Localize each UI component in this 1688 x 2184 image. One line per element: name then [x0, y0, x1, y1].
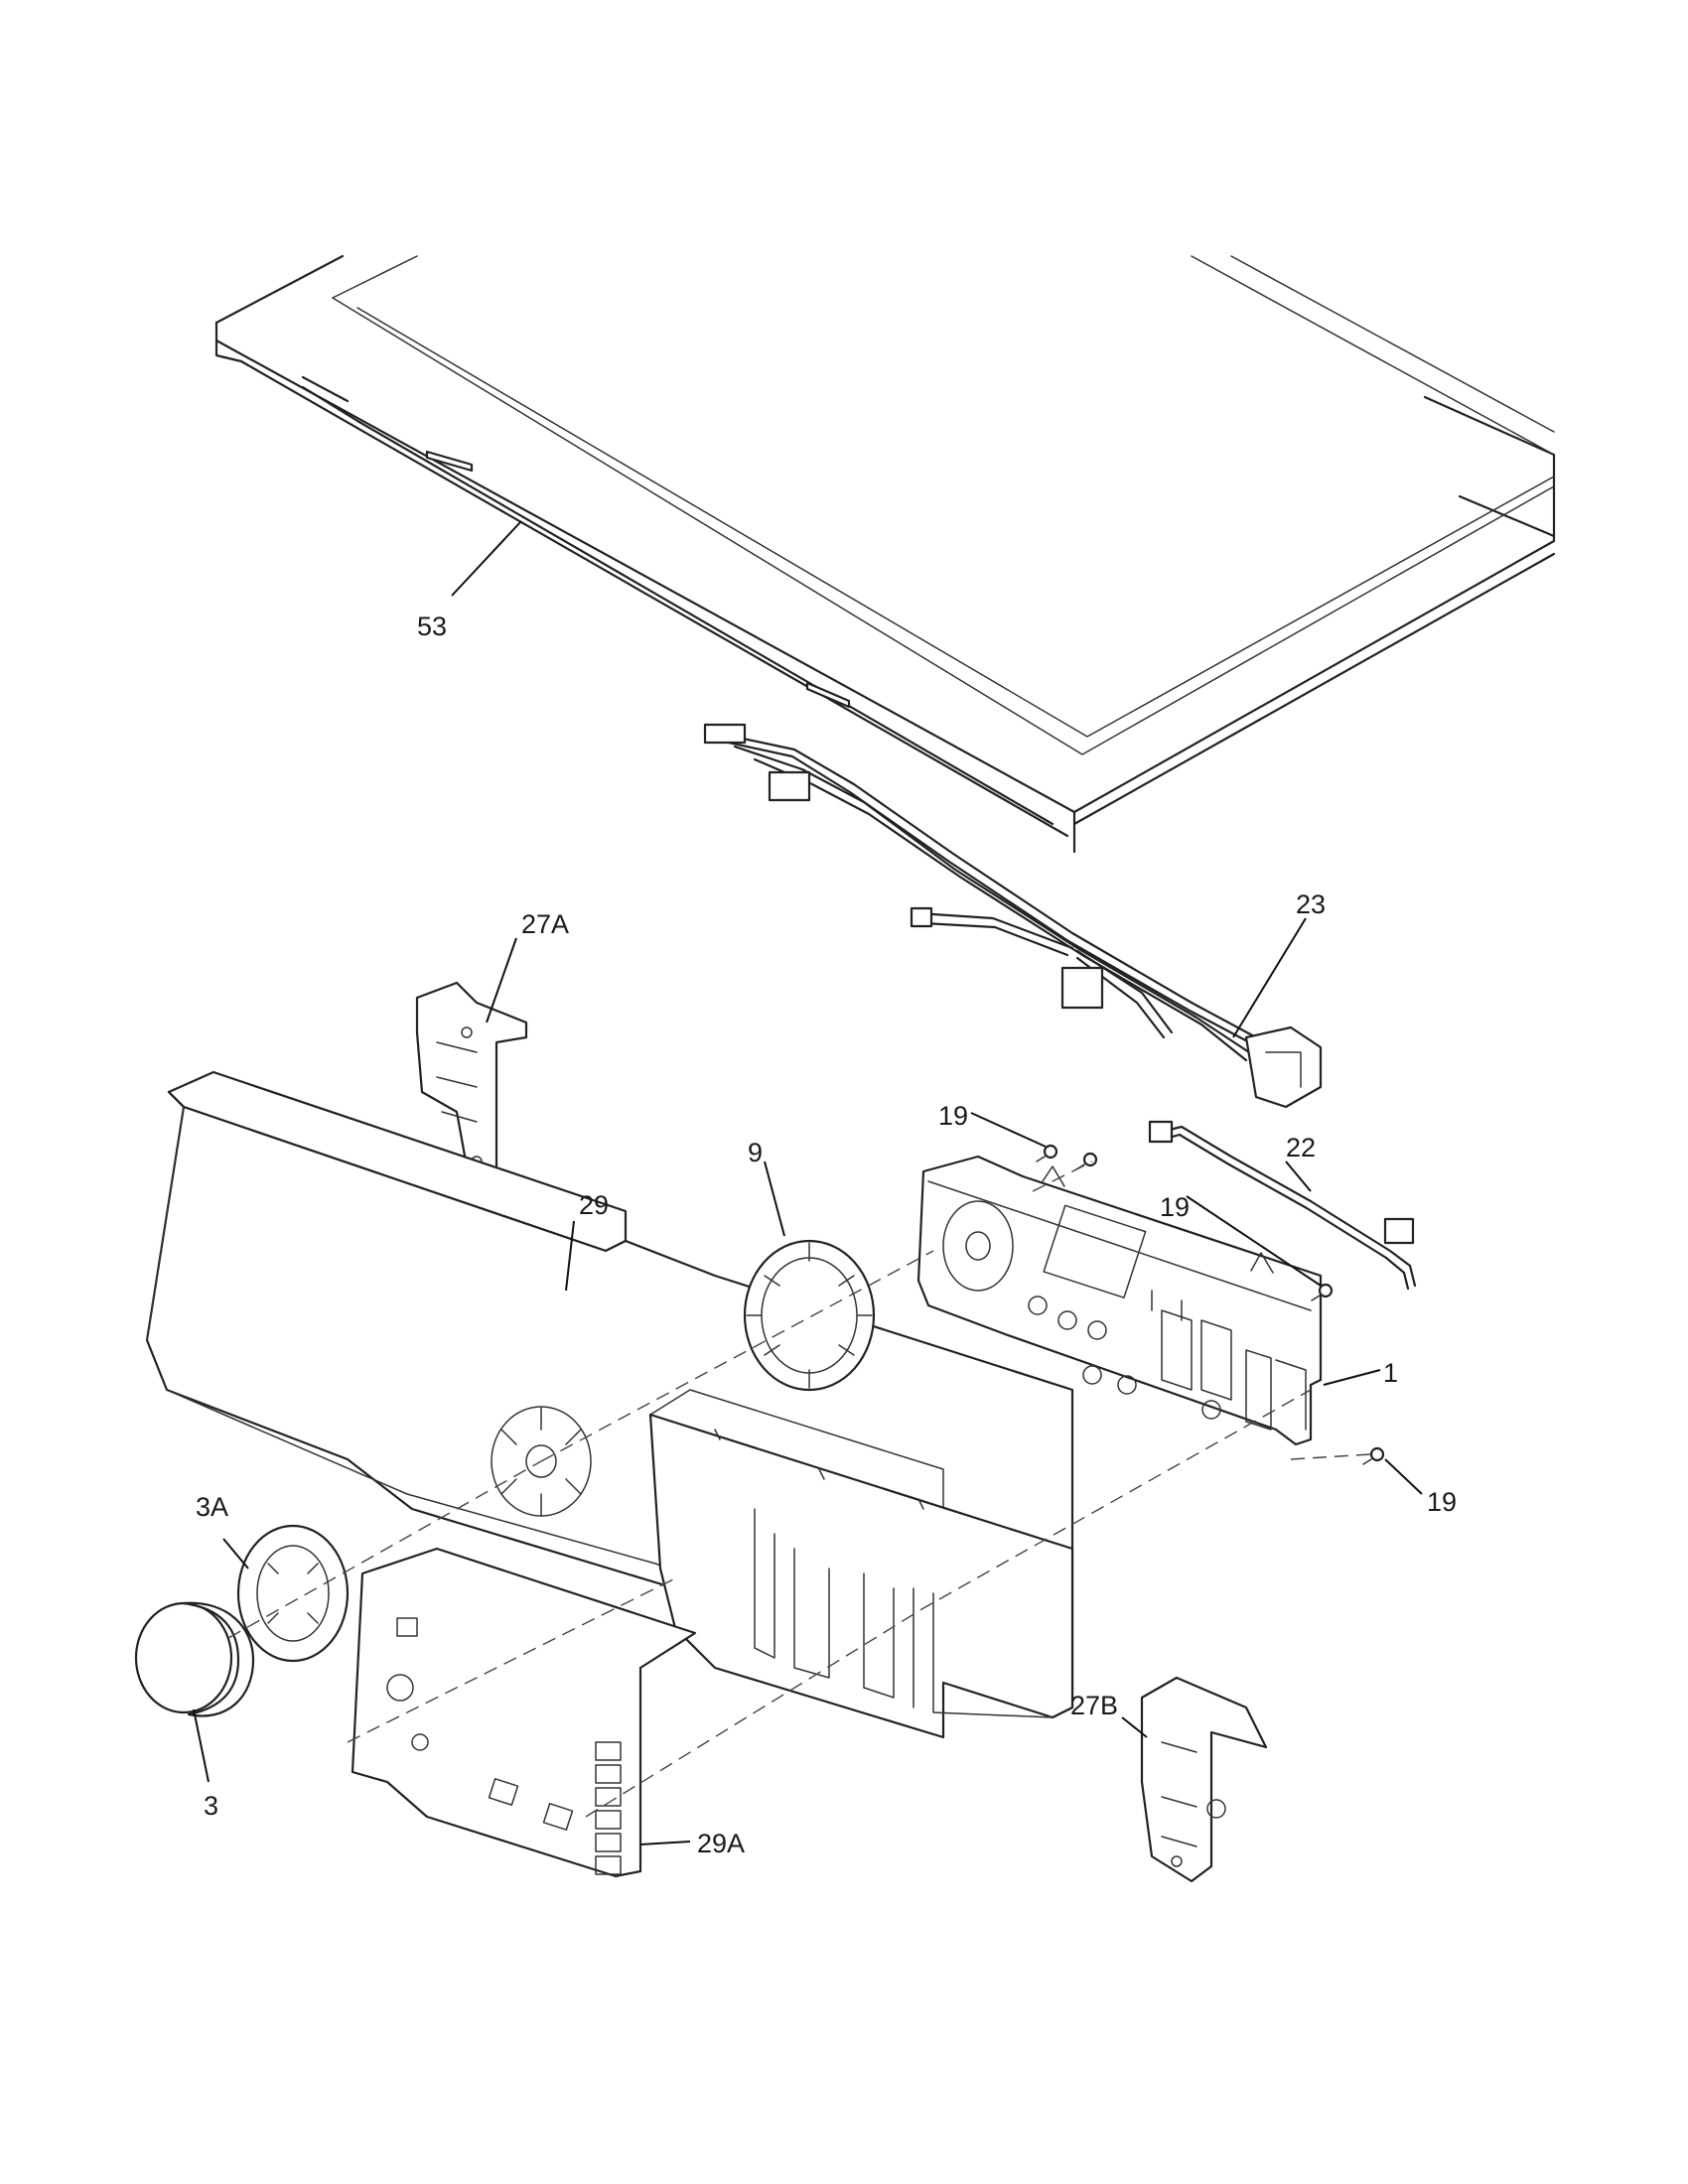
cable-22	[1148, 1120, 1417, 1291]
control-board	[916, 1155, 1323, 1446]
callout-22: 22	[1286, 1133, 1316, 1162]
callout-3A: 3A	[196, 1492, 228, 1522]
screw-19-d	[1362, 1446, 1385, 1465]
wire-harness	[703, 723, 1323, 1109]
top-panel	[214, 254, 1556, 854]
callout-29A: 29A	[697, 1829, 745, 1858]
encoder-ring	[743, 1239, 876, 1392]
callout-3: 3	[204, 1791, 218, 1821]
screw-19-b	[1075, 1152, 1098, 1170]
callout-29: 29	[579, 1190, 609, 1220]
callout-27B: 27B	[1070, 1691, 1118, 1720]
overlay-29A	[351, 1547, 697, 1878]
knob-3	[134, 1601, 255, 1717]
callout-1: 1	[1383, 1358, 1398, 1388]
callout-19-right: 19	[1427, 1487, 1457, 1517]
panel-slot-left	[425, 450, 474, 473]
cable-connector-top	[1148, 1120, 1174, 1144]
callout-53: 53	[417, 612, 447, 641]
callout-27A: 27A	[521, 909, 569, 939]
harness-connector-center	[1060, 966, 1104, 1010]
screw-19-a	[1036, 1144, 1058, 1162]
callout-19-mid: 19	[1160, 1192, 1190, 1222]
display-window	[1043, 1204, 1147, 1298]
bracket-27B	[1140, 1676, 1268, 1883]
callout-23: 23	[1296, 889, 1326, 919]
callout-9: 9	[748, 1138, 763, 1167]
harness-terminal-mid	[910, 906, 933, 928]
callout-19-top: 19	[938, 1101, 968, 1131]
panel-slot-right	[805, 681, 851, 709]
overlay-indicator	[396, 1617, 418, 1637]
knob-opening	[491, 1406, 592, 1517]
harness-connector-small	[768, 770, 811, 802]
screw-19-c	[1311, 1283, 1334, 1301]
harness-connector-right	[1244, 1025, 1323, 1109]
leader-lines	[193, 520, 1423, 1845]
knob-ring-3A	[236, 1524, 350, 1663]
cable-connector-bottom	[1383, 1217, 1415, 1245]
console-front-panel	[145, 1070, 1074, 1739]
harness-terminal-top	[703, 723, 747, 745]
alignment-lines	[227, 1160, 1371, 1818]
